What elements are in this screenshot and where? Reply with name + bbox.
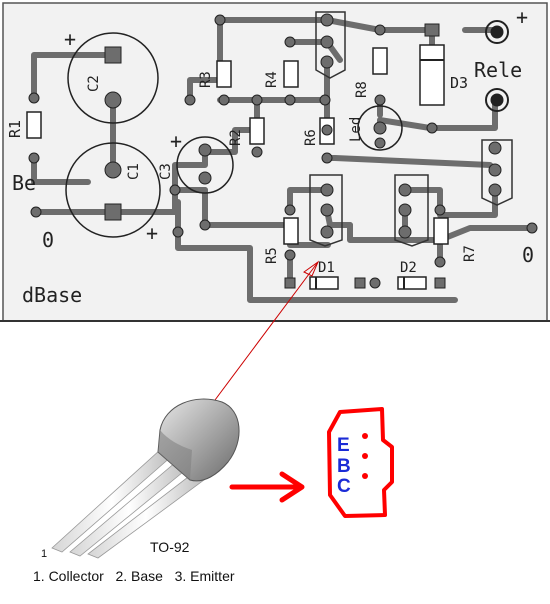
label-d1: D1 (318, 260, 335, 276)
plus-sign-c2: + (64, 27, 76, 51)
resistor-r5-body (283, 217, 299, 245)
resistor-r4-body (283, 60, 299, 88)
annotation-letter-e: E (337, 435, 350, 456)
capacitor-c1-body (65, 142, 161, 238)
label-r6: R6 (303, 129, 319, 146)
label-c1: C1 (126, 163, 142, 180)
label-input-be: Be (12, 171, 36, 195)
red-arrow-icon (229, 471, 305, 503)
annotation-pin-dot-e (362, 433, 368, 439)
plus-sign-c3: + (170, 129, 182, 153)
label-r3: R3 (198, 71, 214, 88)
resistor-r3-body (216, 60, 232, 88)
pointer-arrowhead-icon (303, 260, 320, 277)
pointer-line (214, 261, 319, 401)
annotation-letter-b: B (337, 456, 351, 477)
label-zero-left: 0 (42, 228, 54, 252)
solder-pads (28, 13, 538, 289)
diode-d3-body (419, 44, 445, 106)
label-r4: R4 (264, 71, 280, 88)
label-led: Led (348, 117, 364, 142)
resistor-r2-body (249, 117, 265, 145)
resistor-r8-body (372, 47, 388, 75)
label-d3: D3 (450, 74, 468, 92)
resistor-bodies (26, 44, 449, 290)
annotation-outline (327, 407, 394, 518)
package-label: TO-92 (150, 539, 190, 555)
diode-d1-body (309, 276, 339, 290)
transistor-outlines (309, 11, 513, 247)
led-body (357, 105, 403, 151)
capacitor-c2-body (67, 32, 159, 124)
plus-sign-c1: + (146, 221, 158, 245)
to92-transistor-illustration (51, 398, 240, 559)
label-d2: D2 (400, 260, 417, 276)
resistor-r1-body (26, 111, 42, 139)
capacitors (65, 20, 509, 238)
label-r8: R8 (354, 81, 370, 98)
annotation-pin-dot-b (362, 453, 368, 459)
label-c2: C2 (86, 75, 102, 92)
annotation-letter-c: C (337, 476, 351, 497)
diode-bands (315, 59, 444, 289)
diode-d2-body (397, 276, 427, 290)
pin-one-marker: 1 (41, 548, 47, 560)
board-title: dBase (22, 283, 82, 307)
capacitor-c3-body (176, 136, 234, 194)
relay-terminal-top-ring (485, 20, 509, 44)
label-c3: C3 (158, 163, 174, 180)
hand-drawn-annotation: E B C (327, 407, 394, 518)
pinout-caption: 1. Collector 2. Base 3. Emitter (33, 568, 235, 584)
resistor-r7-body (433, 217, 449, 245)
pcb-board: R1 C2 C1 C3 R3 R4 R2 R6 R8 Led D3 R5 D1 … (0, 2, 550, 322)
label-r2: R2 (228, 129, 244, 146)
label-relay: Rele (474, 58, 522, 82)
label-r5: R5 (264, 247, 280, 264)
label-zero-right: 0 (522, 243, 534, 267)
relay-terminal-bottom-ring (485, 88, 509, 112)
annotation-pin-dot-c (362, 473, 368, 479)
plus-sign-relay: + (516, 5, 528, 29)
label-r1: R1 (6, 120, 24, 138)
label-r7: R7 (462, 245, 478, 262)
